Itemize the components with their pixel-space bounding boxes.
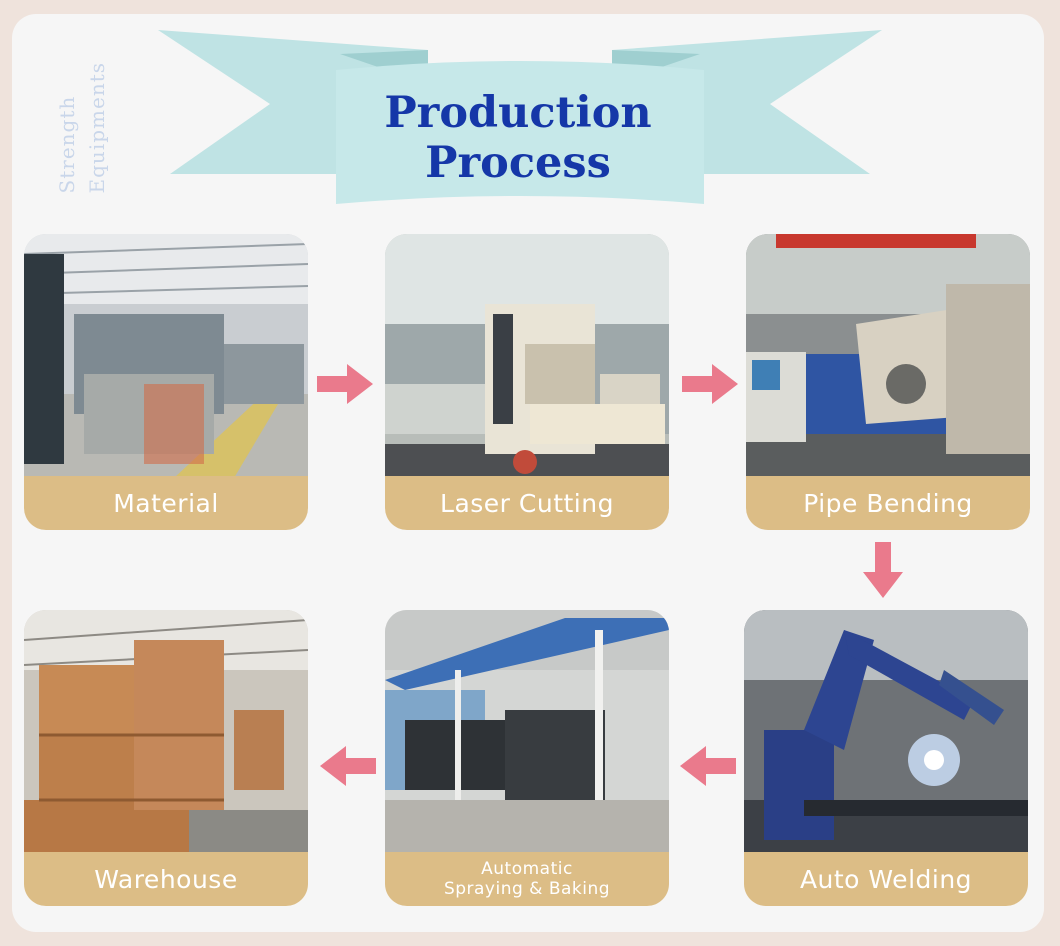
brand-watermark: Strength Equipments — [52, 62, 112, 193]
robotic-welding-photo — [744, 610, 1028, 854]
title-line1: Production — [384, 88, 652, 138]
step-card-laser-cutting: Laser Cutting — [385, 234, 669, 530]
spray-booth-photo — [385, 610, 669, 854]
step-card-spraying-baking: Automatic Spraying & Baking — [385, 610, 669, 906]
step-card-pipe-bending: Pipe Bending — [746, 234, 1030, 530]
step-label: Material — [24, 476, 308, 530]
step-card-auto-welding: Auto Welding — [744, 610, 1028, 906]
step-label: Pipe Bending — [746, 476, 1030, 530]
wooden-crates-warehouse-photo — [24, 610, 308, 854]
step-label-line2: Spraying & Baking — [443, 879, 611, 899]
step-card-warehouse: Warehouse — [24, 610, 308, 906]
arrow-right-icon — [317, 364, 373, 404]
step-card-material: Material — [24, 234, 308, 530]
step-label: Automatic Spraying & Baking — [385, 852, 669, 906]
page-title: Production Process — [336, 88, 700, 188]
ribbon-banner — [158, 30, 882, 204]
watermark-line2: Equipments — [85, 62, 109, 194]
pipe-bending-machine-photo — [746, 234, 1030, 478]
laser-cutting-machine-photo — [385, 234, 669, 478]
step-label: Warehouse — [24, 852, 308, 906]
steel-pipe-stock-photo — [24, 234, 308, 478]
arrow-down-icon — [863, 542, 903, 598]
arrow-right-icon — [682, 364, 738, 404]
watermark-line1: Strength — [55, 95, 79, 194]
step-label: Auto Welding — [744, 852, 1028, 906]
arrow-left-icon — [320, 746, 376, 786]
title-line2: Process — [425, 138, 611, 188]
step-label-line1: Automatic — [481, 859, 573, 879]
arrow-left-icon — [680, 746, 736, 786]
step-label: Laser Cutting — [385, 476, 669, 530]
